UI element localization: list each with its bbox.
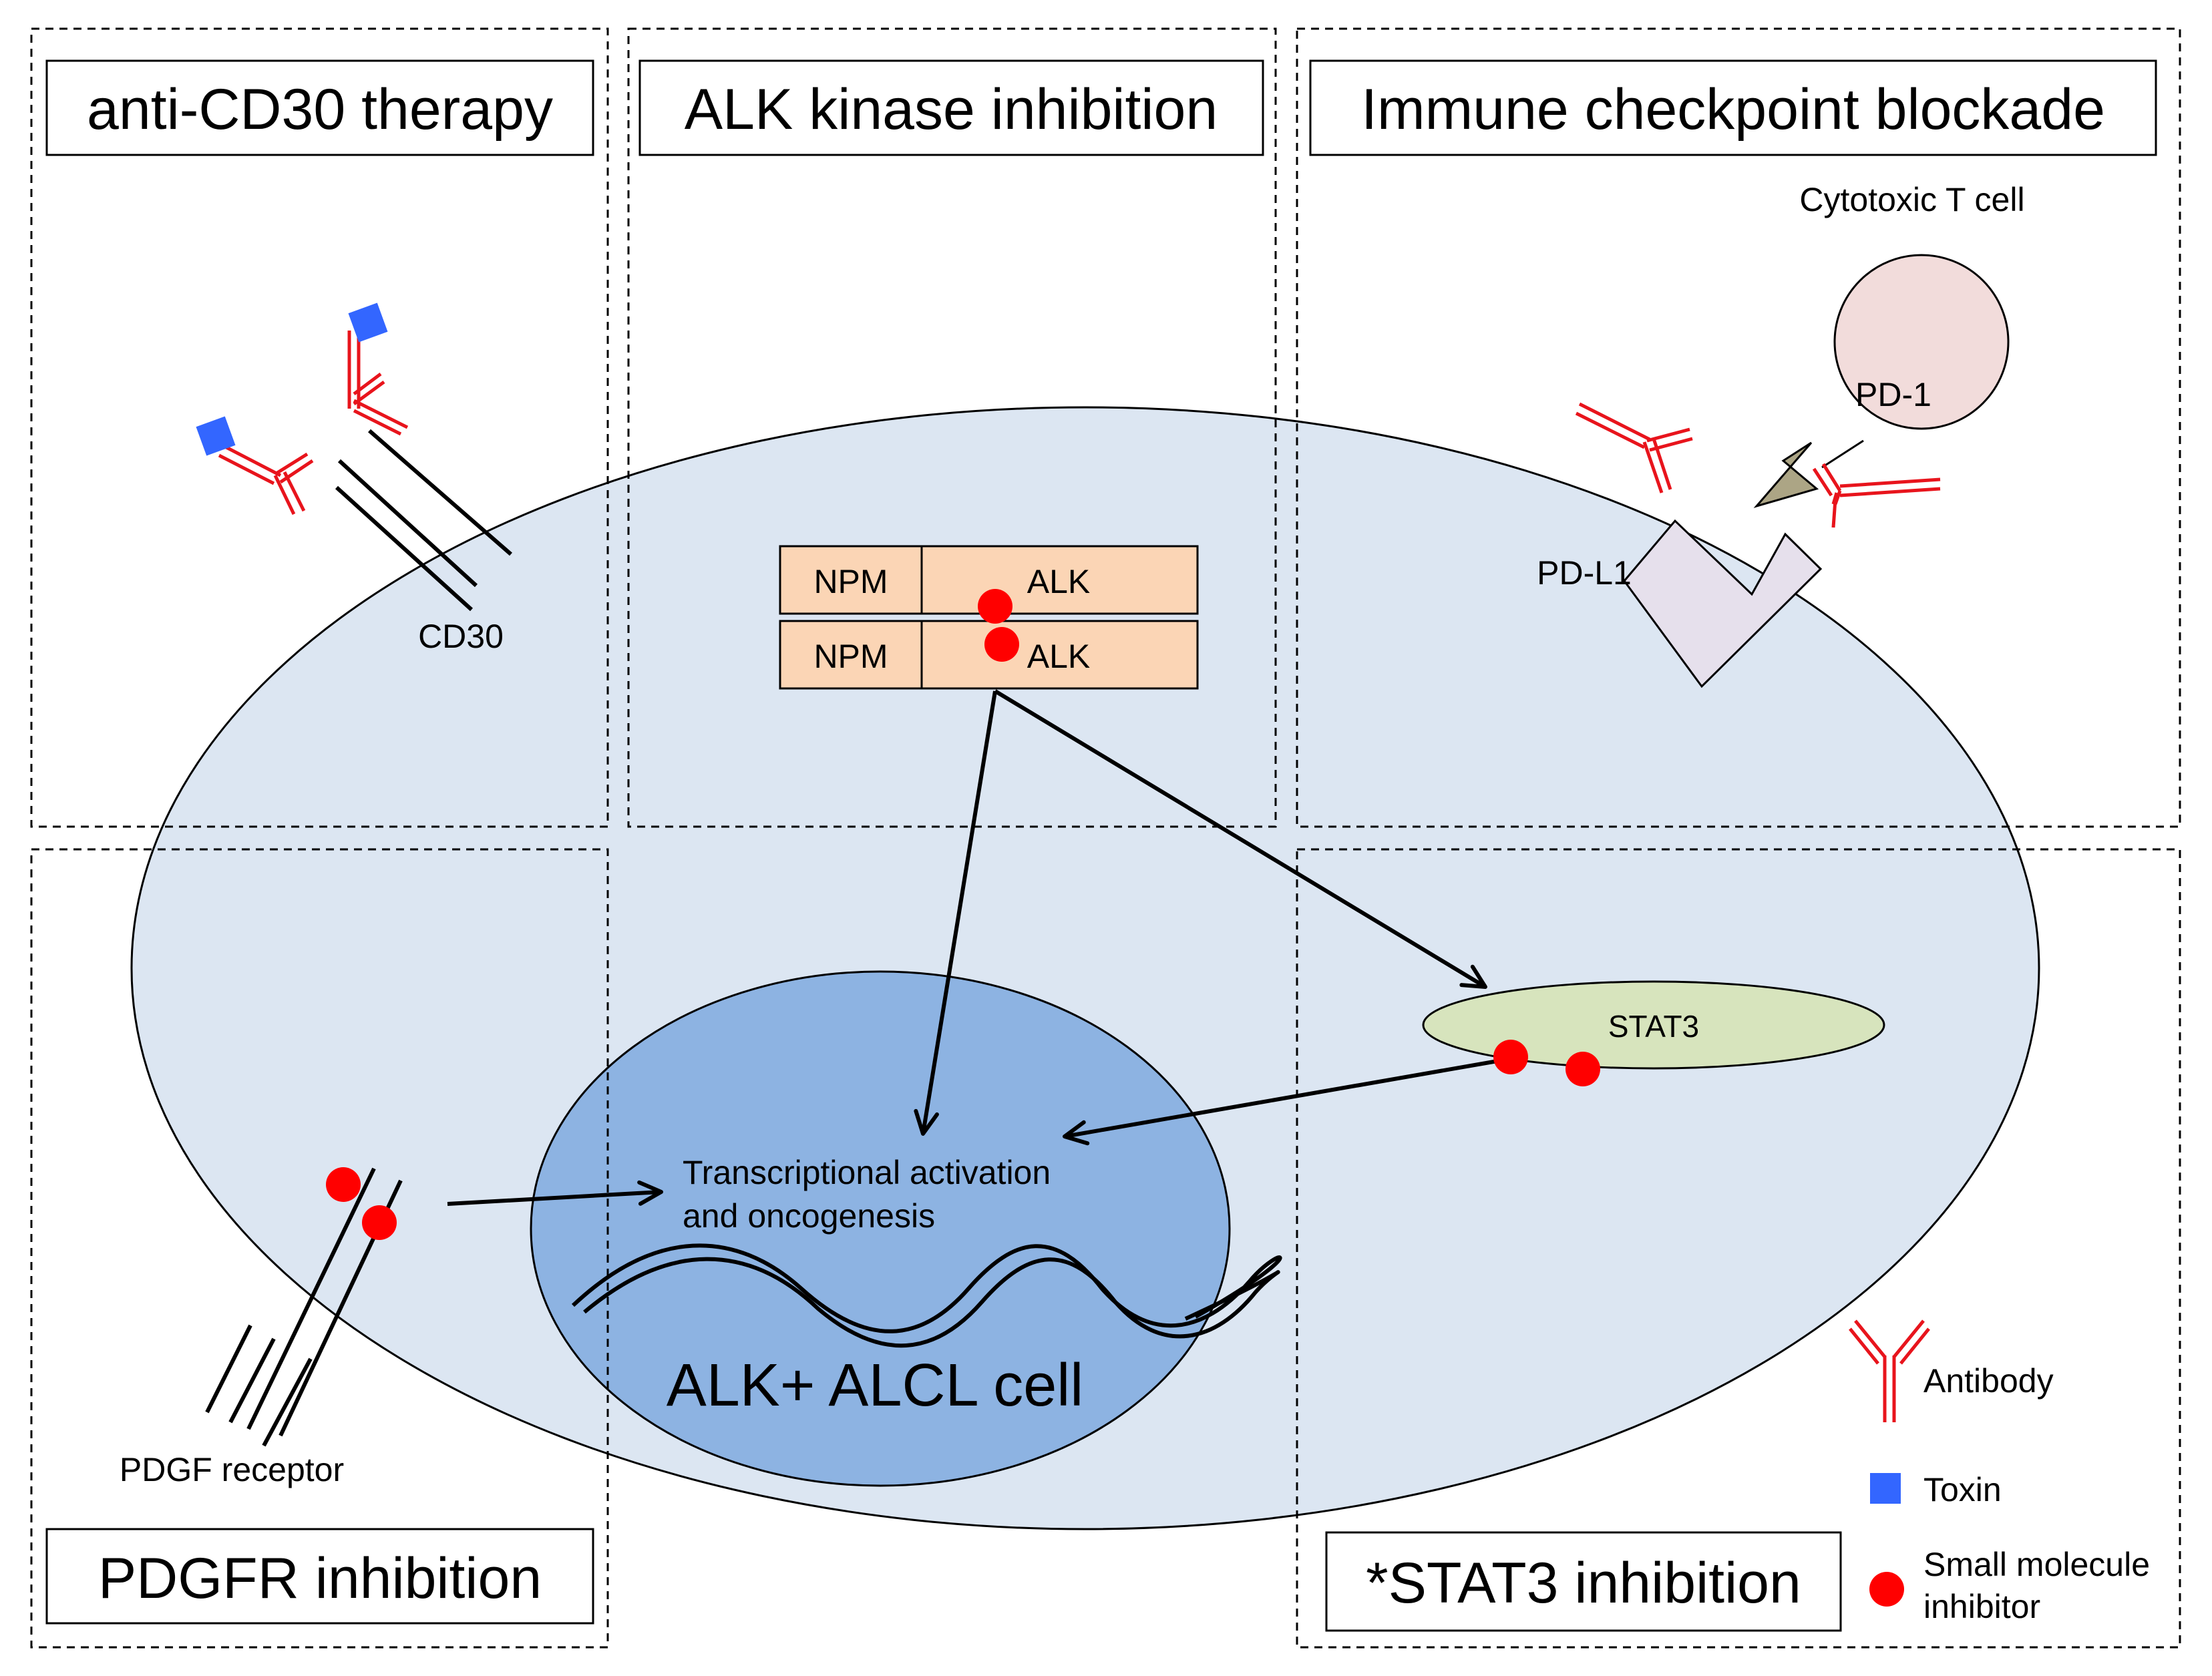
anti-pd1-antibody: [1812, 463, 1941, 528]
stat3-label: STAT3: [1608, 1009, 1699, 1044]
pdl1-receptor-body: [1623, 519, 1823, 688]
panel-title-pdgfr: PDGFR inhibition: [45, 1528, 594, 1625]
legend-toxin-label: Toxin: [1923, 1471, 2002, 1508]
legend-antibody-label: Antibody: [1923, 1362, 2054, 1400]
panel-title-stat3-text: *STAT3 inhibition: [1366, 1551, 1801, 1615]
small-molecule-inhibitor-pdgfr-2: [362, 1205, 397, 1240]
panel-pdgfr-frame: [30, 848, 609, 1649]
panel-title-immune-checkpoint-text: Immune checkpoint blockade: [1361, 77, 2105, 142]
legend-toxin-icon: [1870, 1473, 1901, 1504]
toxin-icon: [348, 302, 388, 343]
cd30-label: CD30: [418, 618, 504, 655]
cytotoxic-t-cell: [1833, 254, 2010, 430]
npm-label-top: NPM: [813, 563, 888, 600]
panel-title-alk-kinase: ALK kinase inhibition: [638, 59, 1264, 156]
small-molecule-inhibitor-stat3-1: [1493, 1040, 1528, 1074]
transcription-text-line2: and oncogenesis: [683, 1197, 935, 1235]
stat3-protein: [1422, 980, 1885, 1070]
cytotoxic-t-cell-label: Cytotoxic T cell: [1799, 181, 2024, 218]
pd1-stalk: [1821, 439, 1864, 469]
small-molecule-inhibitor-pdgfr-1: [326, 1167, 361, 1202]
panel-title-immune-checkpoint: Immune checkpoint blockade: [1309, 59, 2157, 156]
arrow-alk-to-stat3: [994, 689, 1487, 989]
small-molecule-inhibitor-alk-1: [978, 589, 1012, 624]
panel-alk-kinase-frame: [627, 27, 1277, 828]
panel-title-alk-kinase-text: ALK kinase inhibition: [685, 77, 1218, 142]
anti-pdl1-antibody: [1575, 402, 1693, 493]
legend-inhibitor-icon: [1869, 1572, 1904, 1607]
arrow-stat3-to-nucleus: [1063, 1058, 1502, 1146]
panel-title-anti-cd30-text: anti-CD30 therapy: [87, 77, 553, 142]
signaling-arrows: [447, 689, 1502, 1206]
panel-title-stat3: *STAT3 inhibition: [1325, 1531, 1842, 1632]
legend-inhibitor-label-line2: inhibitor: [1923, 1588, 2040, 1625]
panel-stat3-frame: [1296, 848, 2181, 1649]
antibody-drug-conjugate-1: [347, 302, 409, 436]
pdgf-receptor-label: PDGF receptor: [120, 1451, 344, 1488]
panel-immune-checkpoint-frame: [1296, 27, 2181, 828]
alk-label-bottom: ALK: [1027, 638, 1091, 675]
arrow-alk-to-nucleus: [914, 690, 997, 1136]
pd1-label: PD-1: [1855, 376, 1931, 413]
panel-anti-cd30-frame: [30, 27, 609, 828]
toxin-icon: [196, 416, 236, 456]
pdl1-label: PD-L1: [1537, 554, 1632, 592]
legend-antibody-icon: [1849, 1319, 1930, 1422]
panel-title-pdgfr-text: PDGFR inhibition: [98, 1546, 542, 1611]
pd1-ligand-binding: [1753, 441, 1819, 508]
transcription-text-line1: Transcriptional activation: [683, 1154, 1051, 1191]
legend: Antibody Toxin Small molecule inhibitor: [1849, 1319, 2150, 1625]
legend-inhibitor-label-line1: Small molecule: [1923, 1546, 2150, 1583]
panel-title-anti-cd30: anti-CD30 therapy: [45, 59, 594, 156]
arrow-pdgfr-to-nucleus: [447, 1180, 663, 1206]
npm-label-bottom: NPM: [813, 638, 888, 675]
cd30-receptor: [335, 429, 512, 612]
antibody-drug-conjugate-2: [196, 416, 314, 515]
nucleus: [530, 970, 1231, 1487]
panel-frames: [30, 27, 2181, 1649]
small-molecule-inhibitor-stat3-2: [1565, 1052, 1600, 1086]
cell-name-label: ALK+ ALCL cell: [667, 1352, 1084, 1419]
small-molecule-inhibitor-alk-2: [984, 627, 1019, 662]
dna-double-helix: [571, 1243, 1282, 1348]
alk-label-top: ALK: [1027, 563, 1091, 600]
